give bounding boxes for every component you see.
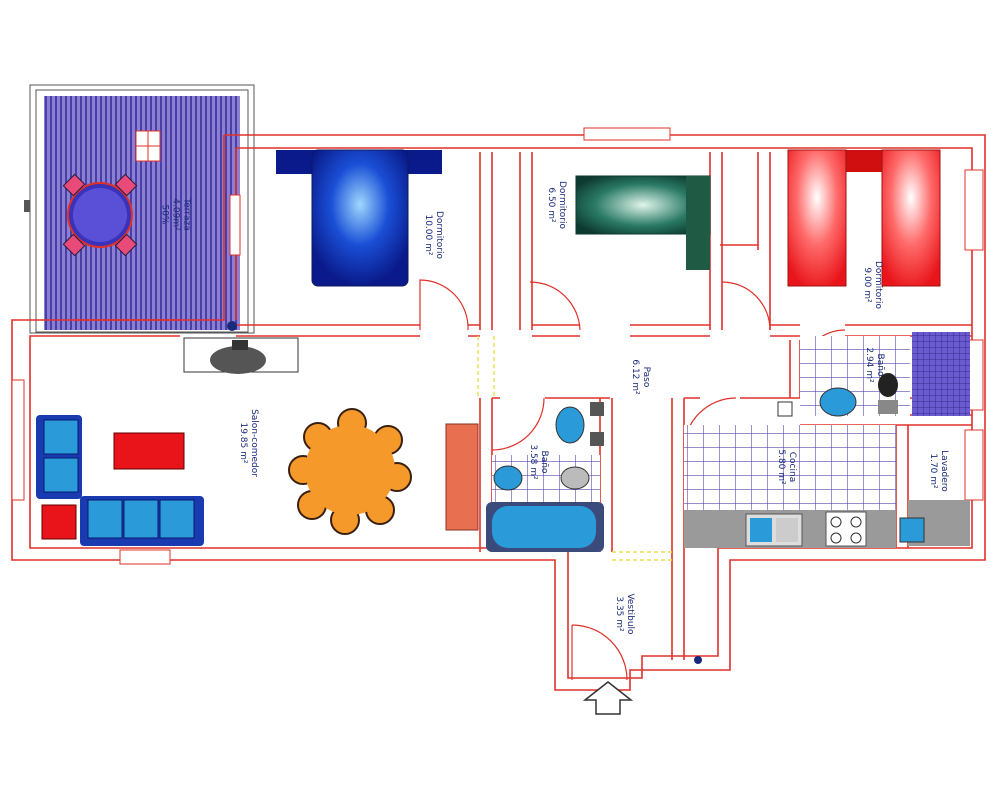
room-name: Terraza [181,198,192,231]
room-label-bedroom1: Dormitorio 10.00 m² [422,195,444,275]
openings [477,336,672,561]
room-label-terrace: Terraza 4.09m² 50% [159,180,192,250]
bedroom3-furniture [787,149,941,287]
room-name: Paso [641,366,651,388]
room-area: 3.58 m² [528,444,538,480]
room-area: 10.00 m² [423,214,433,256]
entrance-arrow [582,681,634,715]
bath2-fixtures [777,332,970,417]
room-name: Baño [539,450,549,474]
windows [11,127,984,565]
room-area: 6.12 m² [630,359,640,395]
room-label-bath1: Baño 3.58 m² [527,432,549,492]
bath1-fixtures [486,402,604,552]
room-label-bath2: Baño 2.94 m² [863,335,885,395]
room-label-bedroom2: Dormitorio 6.50 m² [545,165,567,245]
room-name: Cocina [787,451,797,483]
room-label-vestibule: Vestibulo 3.35 m² [613,584,635,644]
room-name: Dormitorio [557,181,567,229]
laundry-fixtures [899,500,970,546]
room-area: 2.94 m² [864,347,874,383]
room-area: 5.80 m² [776,449,786,485]
room-name: Dormitorio [434,211,444,259]
room-label-living: Salon-comedor 19.85 m² [237,403,259,483]
room-label-hall: Paso 6.12 m² [629,337,651,417]
room-area: 1.70 m² [928,453,938,489]
room-name: Baño [875,353,885,377]
room-name: Dormitorio [873,261,883,309]
room-area: 19.85 m² [238,422,248,464]
room-label-bedroom3: Dormitorio 9.00 m² [861,245,883,325]
room-area: 6.50 m² [546,187,556,223]
room-area: 3.35 m² [614,596,624,632]
room-name: Salon-comedor [249,409,259,477]
room-area: 9.00 m² [862,267,872,303]
bedroom2-furniture [575,175,711,270]
kitchen-fixtures [684,425,896,548]
room-area: 4.09m² [170,198,181,231]
bedroom1-furniture [276,149,442,287]
living-furniture [36,321,479,546]
room-label-laundry: Lavadero 1.70 m² [927,441,949,501]
room-name: Lavadero [939,450,949,492]
room-label-kitchen: Cocina 5.80 m² [775,437,797,497]
room-name: Vestibulo [625,593,635,635]
terrace [24,84,255,334]
room-note: 50% [159,204,170,225]
